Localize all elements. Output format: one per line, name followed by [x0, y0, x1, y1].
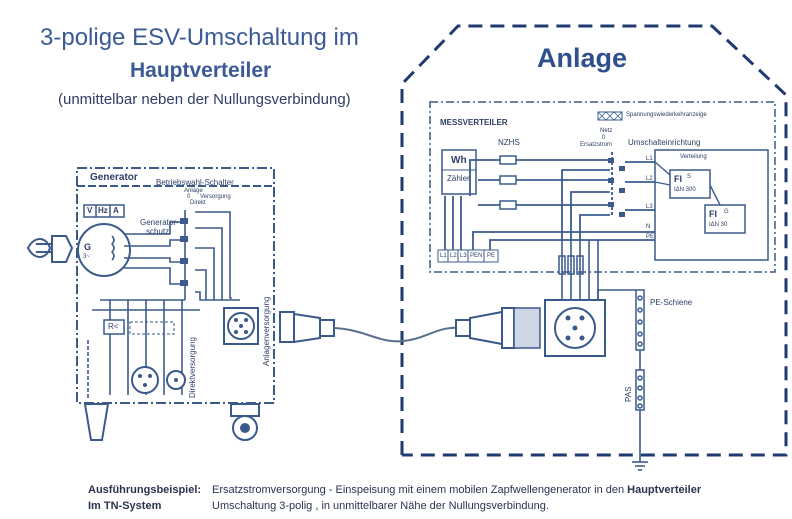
terminal-l1: L1	[440, 253, 447, 259]
fi2-label: FI	[709, 209, 717, 219]
netz-label: Netz	[600, 128, 613, 134]
umschalt-label: Umschalteinrichtung	[628, 138, 701, 147]
nzhs-label: NZHS	[498, 138, 520, 147]
terminal-l2: L2	[450, 253, 457, 259]
fi1-box	[669, 169, 711, 199]
anlage-title: Anlage	[537, 43, 628, 73]
fi2-rating: IΔN 30	[709, 222, 728, 228]
mode-versorgung: Versorgung	[200, 194, 231, 200]
fi1-code: S	[687, 174, 692, 180]
house-outline	[400, 24, 788, 457]
generator-wheel	[230, 403, 260, 441]
zero-label: 0	[602, 135, 606, 141]
terminal-l3: L3	[460, 253, 467, 259]
zaehler-label: Zähler	[447, 174, 470, 183]
line-pe: PE	[646, 234, 655, 240]
relay-dashed	[129, 321, 175, 335]
fi1-label: FI	[674, 174, 682, 184]
relay-label: R<	[108, 322, 119, 331]
title-line-2: Hauptverteiler	[130, 59, 272, 82]
meter-v: V	[87, 206, 93, 215]
messverteiler-box	[429, 101, 776, 273]
relay-box	[103, 319, 125, 335]
line-l1: L1	[646, 156, 653, 162]
changeover-contacts	[608, 158, 625, 217]
plant-supply-label: Anlagenversorgung	[262, 296, 271, 366]
g-label: G	[84, 242, 92, 252]
fi2-box	[704, 204, 746, 234]
g-phase: 3~	[83, 254, 90, 260]
caption-label-1: Ausführungsbeispiel:	[88, 484, 202, 496]
meter-a: A	[113, 206, 119, 215]
title-line-3: (unmittelbar neben der Nullungsverbindun…	[58, 91, 351, 108]
meters-box	[83, 204, 125, 218]
mode-direkt: Direkt	[190, 200, 206, 206]
plug-grip	[513, 307, 541, 349]
pe-schiene-label: PE-Schiene	[650, 298, 693, 307]
verteilung-label: Verteilung	[680, 154, 707, 160]
terminal-pen: PEN	[470, 253, 483, 259]
mode-anlage: Anlage	[184, 188, 203, 194]
meter-hz: Hz	[98, 206, 108, 215]
line-l2: L2	[646, 176, 653, 182]
line-n: N	[646, 224, 651, 230]
pe-schiene	[635, 289, 645, 351]
caption-text-1-pre: Ersatzstromversorgung - Einspeisung mit …	[212, 484, 628, 496]
title-line-1: 3-polige ESV-Umschaltung im	[40, 24, 359, 51]
protection-label-1: Generator-	[140, 218, 179, 227]
caption-text-1: Ersatzstromversorgung - Einspeisung mit …	[212, 484, 701, 496]
pto-shaft	[26, 235, 74, 263]
caption-label-2: Im TN-System	[88, 500, 162, 512]
fi1-rating: IΔN 300	[674, 187, 696, 193]
nzhs-fuses	[499, 155, 517, 210]
cable-plug-left	[279, 311, 335, 344]
mode-zero: 0	[187, 194, 191, 200]
line-l3: L3	[646, 204, 653, 210]
ersatzstrom-label: Ersatzstrom	[580, 142, 613, 148]
protection-label-2: schutz	[146, 227, 170, 236]
generator-switches	[180, 218, 188, 286]
cable	[333, 326, 461, 343]
fi2-code: G	[724, 209, 729, 215]
wh-label: Wh	[451, 155, 467, 166]
caption-text-2: Umschaltung 3-polig , in unmittelbarer N…	[212, 500, 549, 512]
mode-switch-label: Betriebswahl-Schalter	[156, 178, 234, 187]
cable-plug-right	[455, 307, 515, 349]
terminal-strip	[437, 249, 499, 263]
pas-bar	[635, 369, 645, 411]
generator-g	[77, 223, 131, 277]
messverteiler-title: MESSVERTEILER	[440, 118, 508, 127]
generator-foot	[83, 403, 110, 441]
generator-title: Generator	[90, 172, 138, 183]
direct-supply-label: Direktversorgung	[188, 337, 197, 398]
legend-label: Spannungswiederkehranzeige	[626, 112, 707, 118]
terminal-pe: PE	[487, 253, 496, 259]
pas-label: PAS	[624, 386, 633, 402]
caption-text-1-bold: Hauptverteiler	[627, 484, 702, 496]
generator-housing	[76, 167, 275, 404]
